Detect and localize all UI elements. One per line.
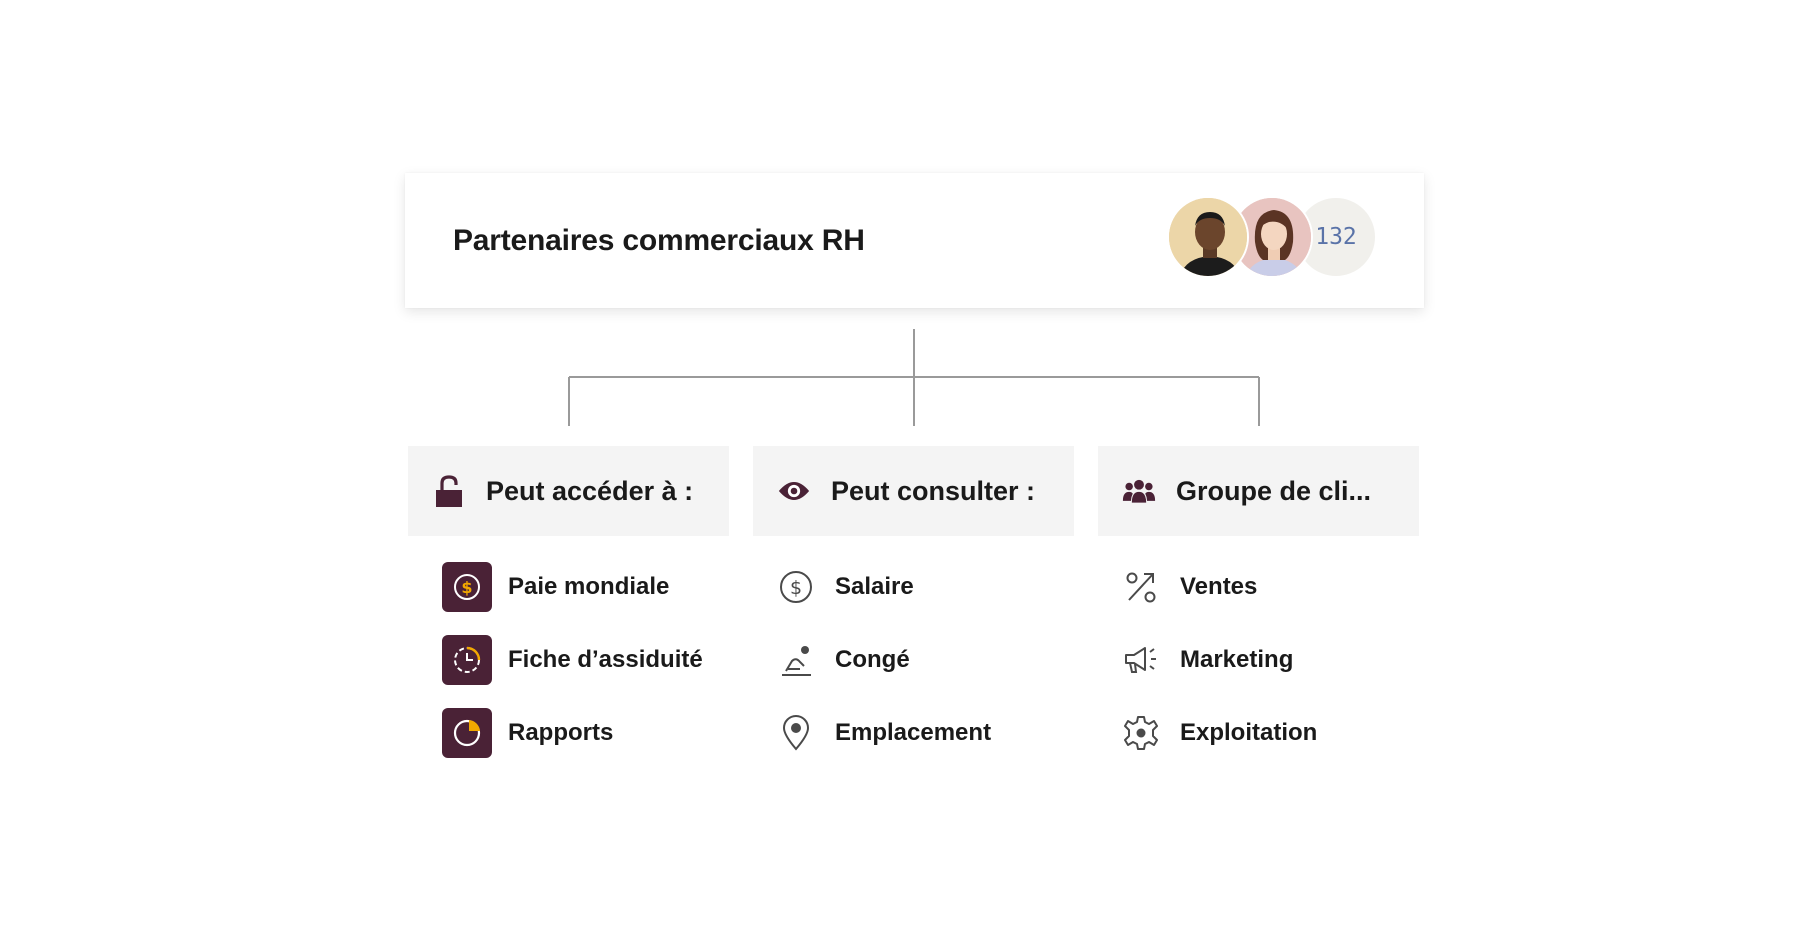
group-item-marketing[interactable]: Marketing — [1098, 623, 1419, 696]
clock-tile-icon — [442, 634, 492, 685]
svg-text:$: $ — [461, 578, 472, 597]
avatar — [1167, 196, 1249, 278]
group-column-header[interactable]: Groupe de cli... — [1098, 446, 1419, 536]
beach-chair-icon — [777, 641, 815, 679]
dollar-circle-tile-icon: $ — [442, 561, 492, 612]
map-pin-icon — [777, 714, 815, 752]
pie-chart-tile-icon — [442, 707, 492, 758]
people-group-icon — [1122, 474, 1156, 508]
access-column-heading: Peut accéder à : — [486, 475, 694, 506]
access-column: Peut accéder à : $ Paie mondiale Fiche d… — [408, 446, 729, 769]
avatar — [1231, 196, 1313, 278]
access-item-paie-mondiale[interactable]: $ Paie mondiale — [408, 550, 729, 623]
gear-icon — [1122, 714, 1160, 752]
percent-icon — [1122, 568, 1160, 606]
access-item-fiche-assiduite[interactable]: Fiche d’assiduité — [408, 623, 729, 696]
view-column-heading: Peut consulter : — [831, 475, 1036, 506]
view-item-salaire[interactable]: $ Salaire — [753, 550, 1074, 623]
group-item-ventes[interactable]: Ventes — [1098, 550, 1419, 623]
eye-icon — [777, 474, 811, 508]
megaphone-icon — [1122, 641, 1160, 679]
group-column: Groupe de cli... Ventes Marketing — [1098, 446, 1419, 769]
view-item-conge[interactable]: Congé — [753, 623, 1074, 696]
member-avatar-stack[interactable]: 132 — [1167, 196, 1387, 278]
view-column-header[interactable]: Peut consulter : — [753, 446, 1074, 536]
view-column: Peut consulter : $ Salaire Congé — [753, 446, 1074, 769]
access-column-header[interactable]: Peut accéder à : — [408, 446, 729, 536]
group-title: Partenaires commerciaux RH — [453, 224, 865, 257]
group-column-heading: Groupe de cli... — [1176, 475, 1372, 506]
dollar-circle-icon: $ — [777, 568, 815, 606]
view-item-emplacement[interactable]: Emplacement — [753, 696, 1074, 769]
group-card[interactable]: Partenaires commerciaux RH 132 — [405, 173, 1424, 308]
unlocked-padlock-icon — [432, 474, 466, 508]
svg-text:$: $ — [790, 577, 802, 599]
access-item-rapports[interactable]: Rapports — [408, 696, 729, 769]
group-item-exploitation[interactable]: Exploitation — [1098, 696, 1419, 769]
